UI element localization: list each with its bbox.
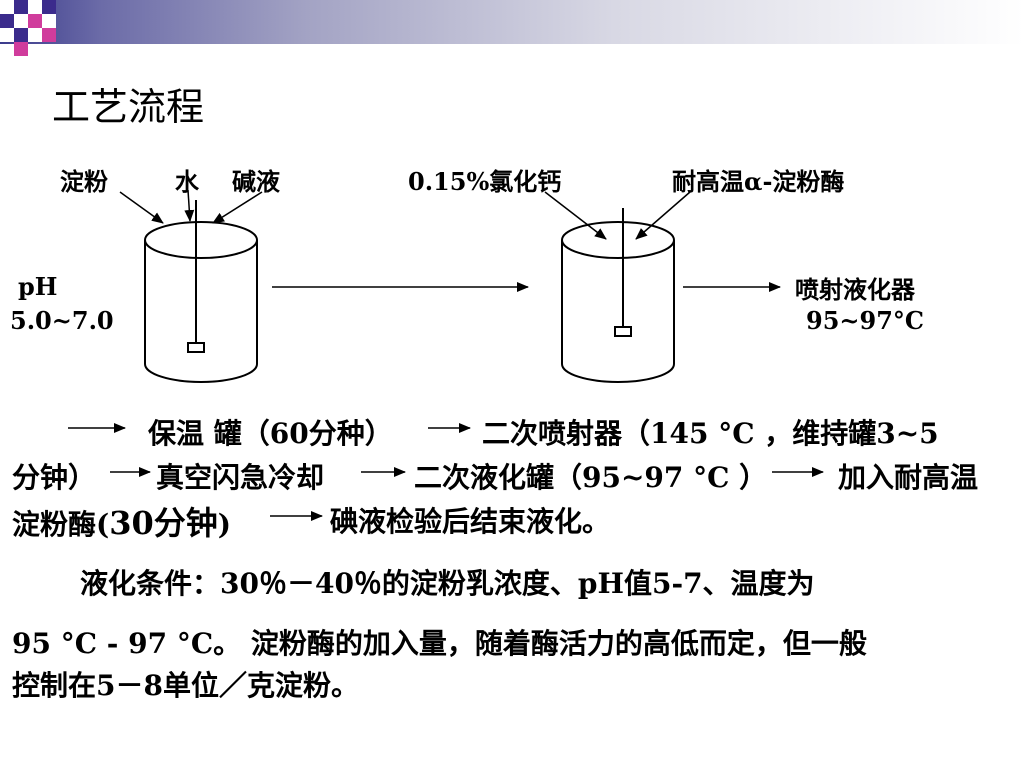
process-step-3: 真空闪急冷却: [156, 461, 325, 494]
diagram-arrows: [119, 189, 781, 292]
tank-2: [561, 208, 675, 383]
input-starch-label: 淀粉: [60, 167, 108, 196]
input-amylase-label: 耐高温α-淀粉酶: [672, 167, 845, 196]
output-temp-label: 95~97°C: [806, 306, 925, 335]
process-step-1: 保温 罐（60分种）: [148, 417, 393, 450]
process-step-4: 二次液化罐（95~97 °C ）: [414, 461, 768, 494]
output-injector-label: 喷射液化器: [795, 275, 915, 304]
conditions-line-1: 液化条件：30％－40％的淀粉乳浓度、pH值5-7、温度为: [80, 567, 815, 600]
process-step-5-continued: 淀粉酶(30分钟): [12, 504, 232, 542]
input-calcium-chloride-label: 0.15%氯化钙: [408, 167, 562, 196]
process-step-5: 加入耐高温: [838, 461, 979, 494]
slide-title: 工艺流程: [52, 85, 205, 129]
header-gradient-bar: [0, 0, 1024, 44]
conditions-line-2: 95 °C - 97 °C。 淀粉酶的加入量，随着酶活力的高低而定，但一般: [12, 627, 867, 660]
process-step-6: 碘液检验后结束液化。: [330, 505, 611, 538]
ph-value: 5.0~7.0: [10, 306, 114, 335]
process-step-2-continued: 分钟）: [12, 461, 97, 494]
conditions-line-3: 控制在5－8单位／克淀粉。: [12, 669, 359, 702]
header-squares-decoration: [0, 0, 56, 56]
ph-label: pH: [18, 272, 58, 301]
flow-arrows: [68, 423, 824, 521]
input-alkali-label: 碱液: [232, 167, 280, 196]
process-step-2: 二次喷射器（145 °C ，维持罐3~5: [482, 417, 939, 450]
input-water-label: 水: [175, 167, 199, 196]
tank-1: [144, 200, 258, 383]
